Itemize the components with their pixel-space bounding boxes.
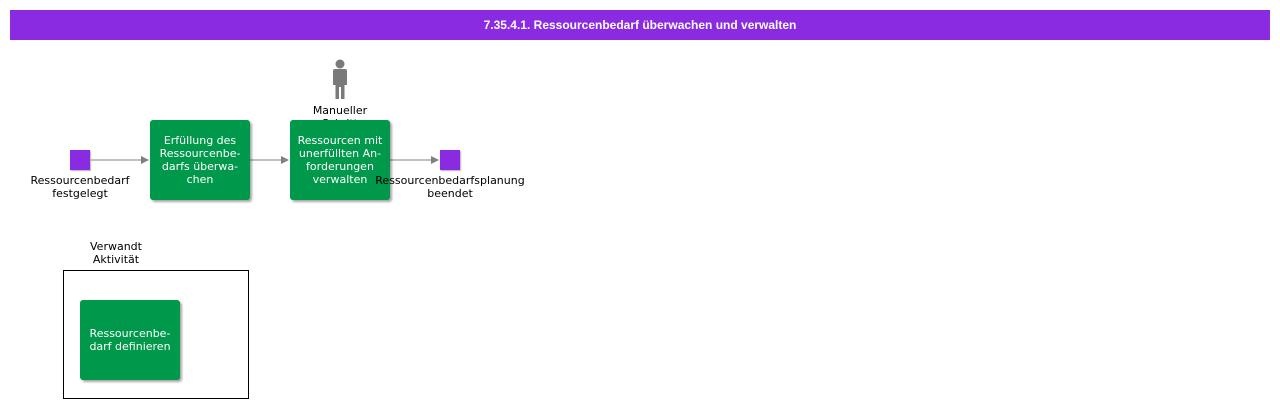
end-event-label: Ressourcenbedarfsplanung beendet: [375, 174, 525, 200]
task-manage-unfulfilled-resources[interactable]: Ressourcen mit unerfüllten An- forderung…: [290, 120, 390, 200]
task-monitor-resource-demand[interactable]: Erfüllung des Ressourcenbe- darfs überwa…: [150, 120, 250, 200]
related-activity-box: [63, 270, 249, 399]
diagram-title-bar: 7.35.4.1. Ressourcenbedarf überwachen un…: [10, 10, 1270, 40]
task-define-resource-demand[interactable]: Ressourcenbe- darf definieren: [80, 300, 180, 380]
start-event[interactable]: [70, 150, 90, 170]
end-event[interactable]: [440, 150, 460, 170]
person-icon: [333, 59, 347, 99]
related-activity-label: Verwandt Aktivität: [90, 240, 142, 266]
diagram-title: 7.35.4.1. Ressourcenbedarf überwachen un…: [483, 18, 797, 32]
start-event-label: Ressourcenbedarf festgelegt: [30, 174, 130, 200]
